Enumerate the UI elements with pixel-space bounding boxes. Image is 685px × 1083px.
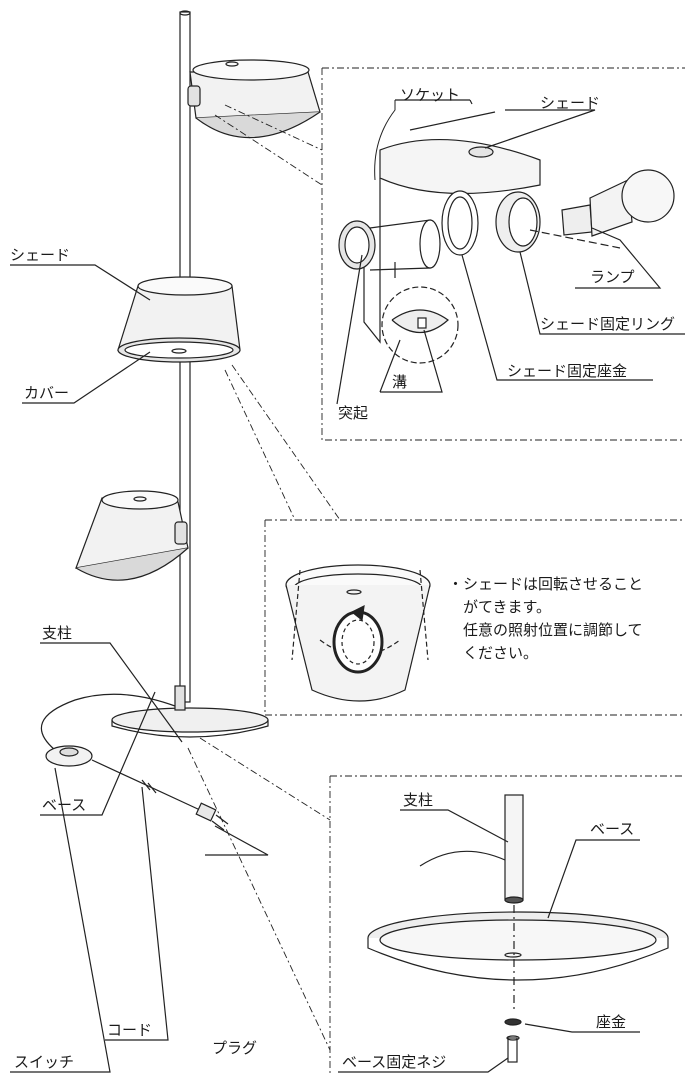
label-shade-main: シェード — [10, 246, 71, 264]
label-shade-detail: シェード — [540, 94, 601, 112]
label-base-detail: ベース — [590, 820, 635, 838]
label-shade-fixing-ring: シェード固定リング — [540, 315, 676, 333]
label-switch: スイッチ — [14, 1053, 75, 1071]
label-protrusion: 突起 — [338, 404, 369, 422]
detail-box-socket — [321, 67, 685, 441]
detail-box-rotation — [264, 519, 685, 716]
label-washer: 座金 — [596, 1013, 627, 1031]
rotation-note: ・シェードは回転させること がてきます。 任意の照射位置に調節して ください。 — [448, 573, 643, 665]
label-pole-main: 支柱 — [42, 624, 73, 642]
label-plug: プラグ — [212, 1039, 258, 1057]
label-cover: カバー — [24, 384, 70, 402]
note-line: 任意の照射位置に調節して — [448, 621, 643, 639]
main-leaders — [10, 264, 269, 1073]
shade-middle — [117, 276, 241, 363]
note-line: ください。 — [448, 644, 539, 662]
label-socket: ソケット — [400, 86, 461, 104]
note-line: がてきます。 — [448, 598, 552, 616]
label-base-fixing-screw: ベース固定ネジ — [342, 1053, 447, 1071]
dashed-connectors — [187, 104, 341, 1051]
label-base-main: ベース — [42, 796, 87, 814]
label-cord: コード — [107, 1021, 153, 1039]
label-shade-fixing-washer: シェード固定座金 — [507, 362, 628, 380]
shade-top — [187, 59, 321, 139]
detail-box-base — [329, 775, 685, 1074]
lamp-base — [111, 685, 269, 738]
note-line: ・シェードは回転させること — [448, 575, 644, 593]
cord-switch-plug — [40, 693, 229, 831]
shade-lower — [75, 490, 189, 581]
label-groove: 溝 — [392, 373, 408, 391]
label-pole-detail: 支柱 — [403, 791, 434, 809]
label-lamp: ランプ — [590, 268, 635, 286]
